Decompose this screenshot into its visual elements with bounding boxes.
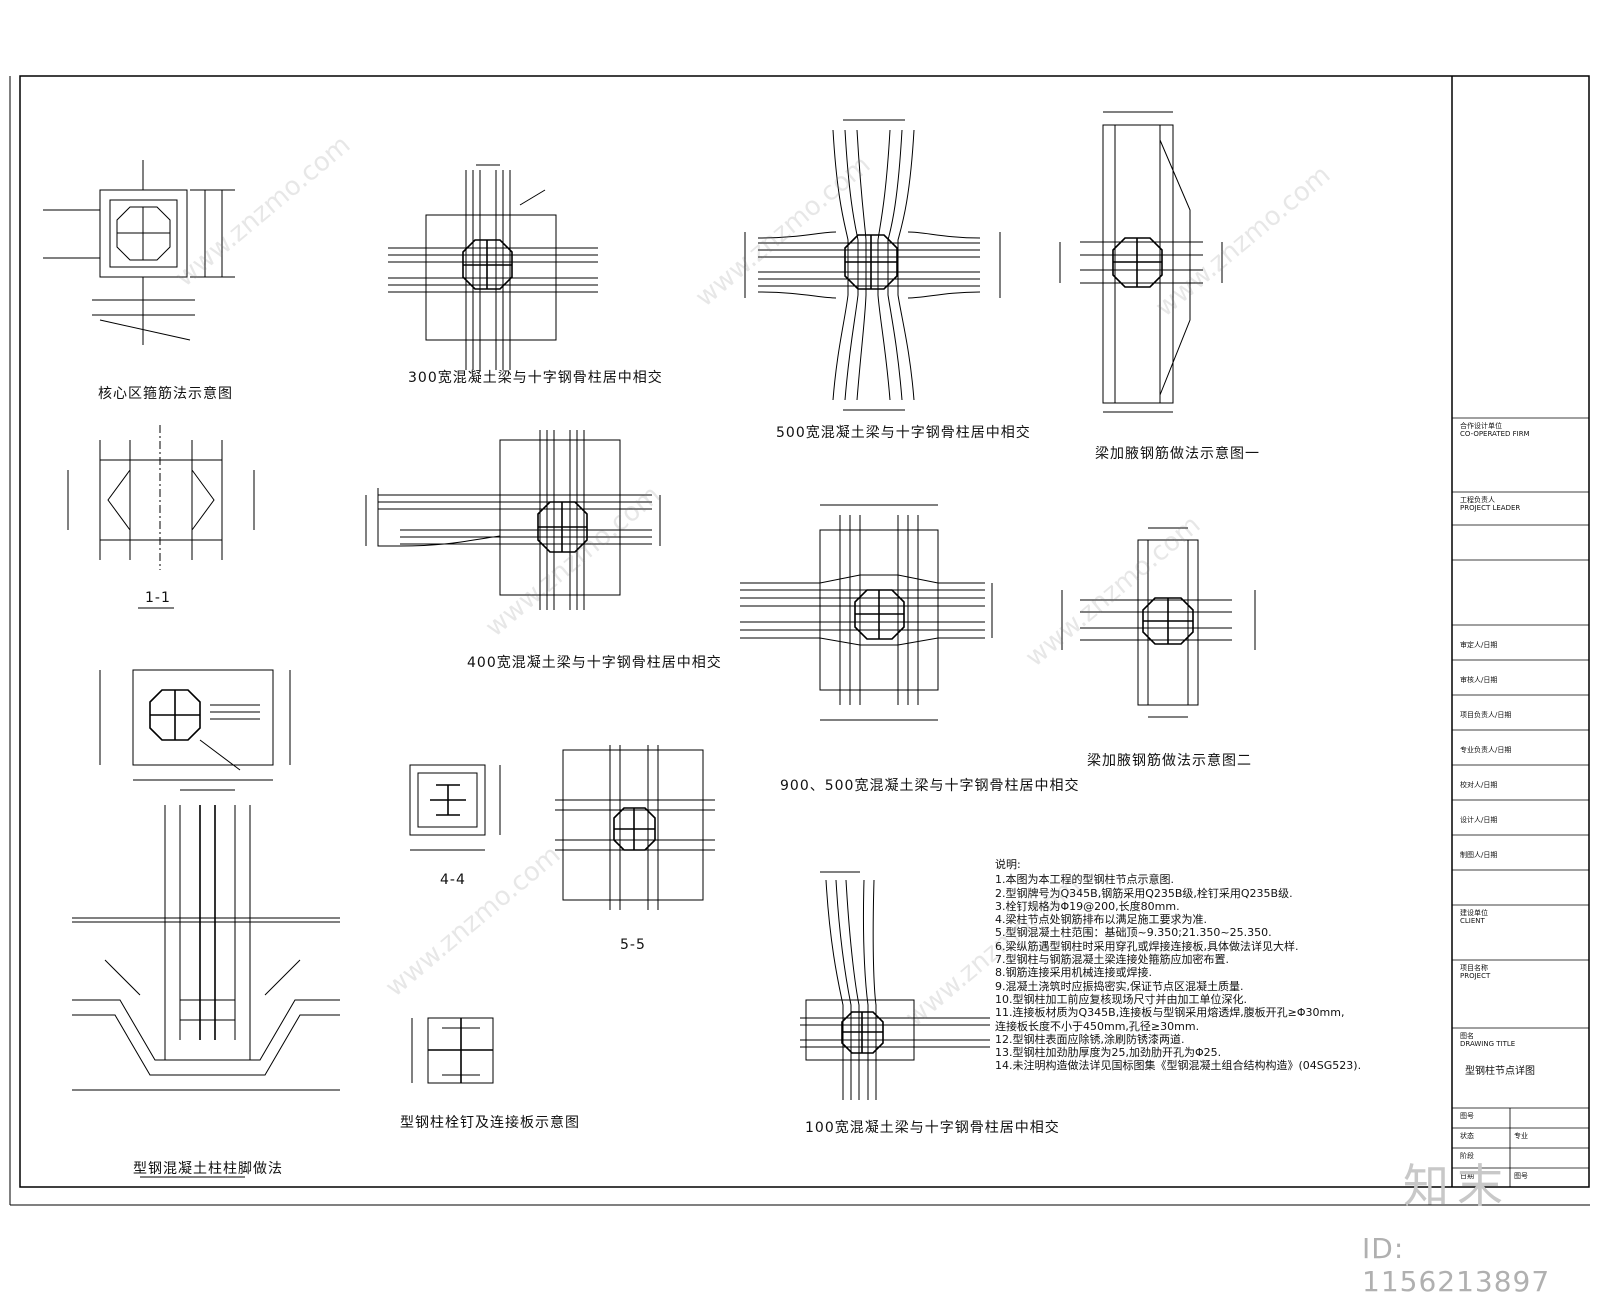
note-item: 10.型钢柱加工前应复核现场尺寸并由加工单位深化. (995, 992, 1247, 1006)
beam-300-cross-detail (388, 164, 598, 370)
tb-designed: 设计人/日期 (1460, 816, 1498, 824)
drawing-frame (19, 75, 1590, 1188)
note-item: 13.型钢柱加劲肋厚度为25,加劲肋开孔为Φ25. (995, 1046, 1222, 1060)
caption-column-base: 型钢混凝土柱柱脚做法 (133, 1161, 283, 1177)
beam-100-cross-detail (800, 871, 990, 1100)
note-item: 8.钢筋连接采用机械连接或焊接. (995, 966, 1152, 980)
tb-cooperation: 合作设计单位 (1460, 422, 1502, 430)
caption-haunch-2: 梁加腋钢筋做法示意图二 (1087, 753, 1252, 769)
haunch-detail-2 (1061, 527, 1256, 718)
tb-checked: 校对人/日期 (1460, 781, 1498, 789)
tb-sheet-no: 图号 (1514, 1172, 1528, 1180)
notes-list: 1.本图为本工程的型钢柱节点示意图.2.型钢牌号为Q345B,钢筋采用Q235B… (995, 873, 1435, 1072)
note-item: 11.连接板材质为Q345B,连接板与型钢采用熔透焊,腹板开孔≥Φ30mm, (995, 1006, 1345, 1020)
note-item: 14.未注明构造做法详见国标图集《型钢混凝土组合结构构造》(04SG523). (995, 1059, 1362, 1073)
caption-beam-100: 100宽混凝土梁与十字钢骨柱居中相交 (805, 1120, 1060, 1136)
brand-logo: 知末 (1403, 1159, 1511, 1213)
stud-detail (411, 1017, 494, 1084)
general-notes: 说明: 1.本图为本工程的型钢柱节点示意图.2.型钢牌号为Q345B,钢筋采用Q… (995, 858, 1435, 1073)
haunch-detail-1 (1059, 111, 1223, 413)
tb-discipline-director: 专业负责人/日期 (1460, 746, 1512, 754)
caption-stud-detail: 型钢柱栓钉及连接板示意图 (400, 1115, 580, 1131)
tb-cooperation-en: CO-OPERATED FIRM (1460, 430, 1530, 438)
tb-status: 状态 (1460, 1132, 1474, 1140)
tb-stage: 阶段 (1460, 1152, 1474, 1160)
note-item: 4.梁柱节点处钢筋排布以满足施工要求为准. (995, 913, 1207, 927)
tb-project-en: PROJECT (1460, 972, 1491, 980)
tb-examined: 审核人/日期 (1460, 676, 1498, 684)
tb-drawn: 制图人/日期 (1460, 851, 1498, 859)
note-item: 12.型钢柱表面应除锈,涂刷防锈漆两道. (995, 1032, 1185, 1046)
note-item: 3.栓钉规格为Φ19@200,长度80mm. (995, 899, 1180, 913)
caption-beam-900-500: 900、500宽混凝土梁与十字钢骨柱居中相交 (780, 778, 1080, 794)
tb-client: 建设单位 (1460, 909, 1488, 917)
tb-drawing-title: 图名 (1460, 1032, 1474, 1040)
caption-beam-500: 500宽混凝土梁与十字钢骨柱居中相交 (776, 425, 1031, 441)
plate-detail (99, 669, 291, 781)
tb-project: 项目名称 (1460, 964, 1488, 972)
beam-900-500-cross-detail (740, 504, 993, 721)
caption-core-zone: 核心区箍筋法示意图 (98, 386, 233, 402)
note-item: 1.本图为本工程的型钢柱节点示意图. (995, 873, 1174, 887)
tb-project-leader-en: PROJECT LEADER (1460, 504, 1521, 512)
note-item: 2.型钢牌号为Q345B,钢筋采用Q235B级,栓钉采用Q235B级. (995, 886, 1293, 900)
section-1-1-detail (67, 425, 255, 609)
caption-section-4-4: 4-4 (440, 872, 466, 888)
tb-number: 图号 (1460, 1112, 1474, 1120)
tb-discipline2: 专业 (1514, 1132, 1528, 1140)
note-item: 6.梁纵筋遇型钢柱时采用穿孔或焊接连接板,具体做法详见大样. (995, 939, 1299, 953)
section-5-5-detail (555, 745, 715, 910)
note-item: 9.混凝土浇筑时应振捣密实,保证节点区混凝土质量. (995, 979, 1244, 993)
caption-haunch-1: 梁加腋钢筋做法示意图一 (1095, 446, 1260, 462)
notes-title: 说明: (995, 858, 1021, 871)
beam-500-cross-detail (744, 119, 1001, 411)
caption-beam-300: 300宽混凝土梁与十字钢骨柱居中相交 (408, 370, 663, 386)
caption-section-5-5: 5-5 (620, 937, 646, 953)
image-id-label: ID: 1156213897 (1362, 1232, 1551, 1298)
tb-drawing-title-en: DRAWING TITLE (1460, 1040, 1516, 1048)
section-4-4-detail (409, 764, 501, 851)
tb-authorized: 审定人/日期 (1460, 641, 1498, 649)
caption-section-1-1: 1-1 (145, 590, 171, 606)
core-zone-detail (43, 160, 235, 345)
tb-project-leader: 工程负责人 (1460, 496, 1495, 504)
note-item: 连接板长度不小于450mm,孔径≥30mm. (995, 1019, 1200, 1033)
tb-client-en: CLIENT (1460, 917, 1485, 925)
beam-400-cross-detail (365, 430, 661, 610)
note-item: 5.型钢混凝土柱范围：基础顶~9.350;21.350~25.350. (995, 926, 1272, 940)
tb-project-director: 项目负责人/日期 (1460, 711, 1512, 719)
tb-date: 日期 (1460, 1172, 1474, 1180)
note-item: 7.型钢柱与钢筋混凝土梁连接处箍筋应加密布置. (995, 953, 1229, 967)
tb-drawing-title-value: 型钢柱节点详图 (1465, 1066, 1535, 1077)
caption-beam-400: 400宽混凝土梁与十字钢骨柱居中相交 (467, 655, 722, 671)
column-base-detail (72, 789, 340, 1178)
titleblock-grid (1452, 417, 1589, 1187)
